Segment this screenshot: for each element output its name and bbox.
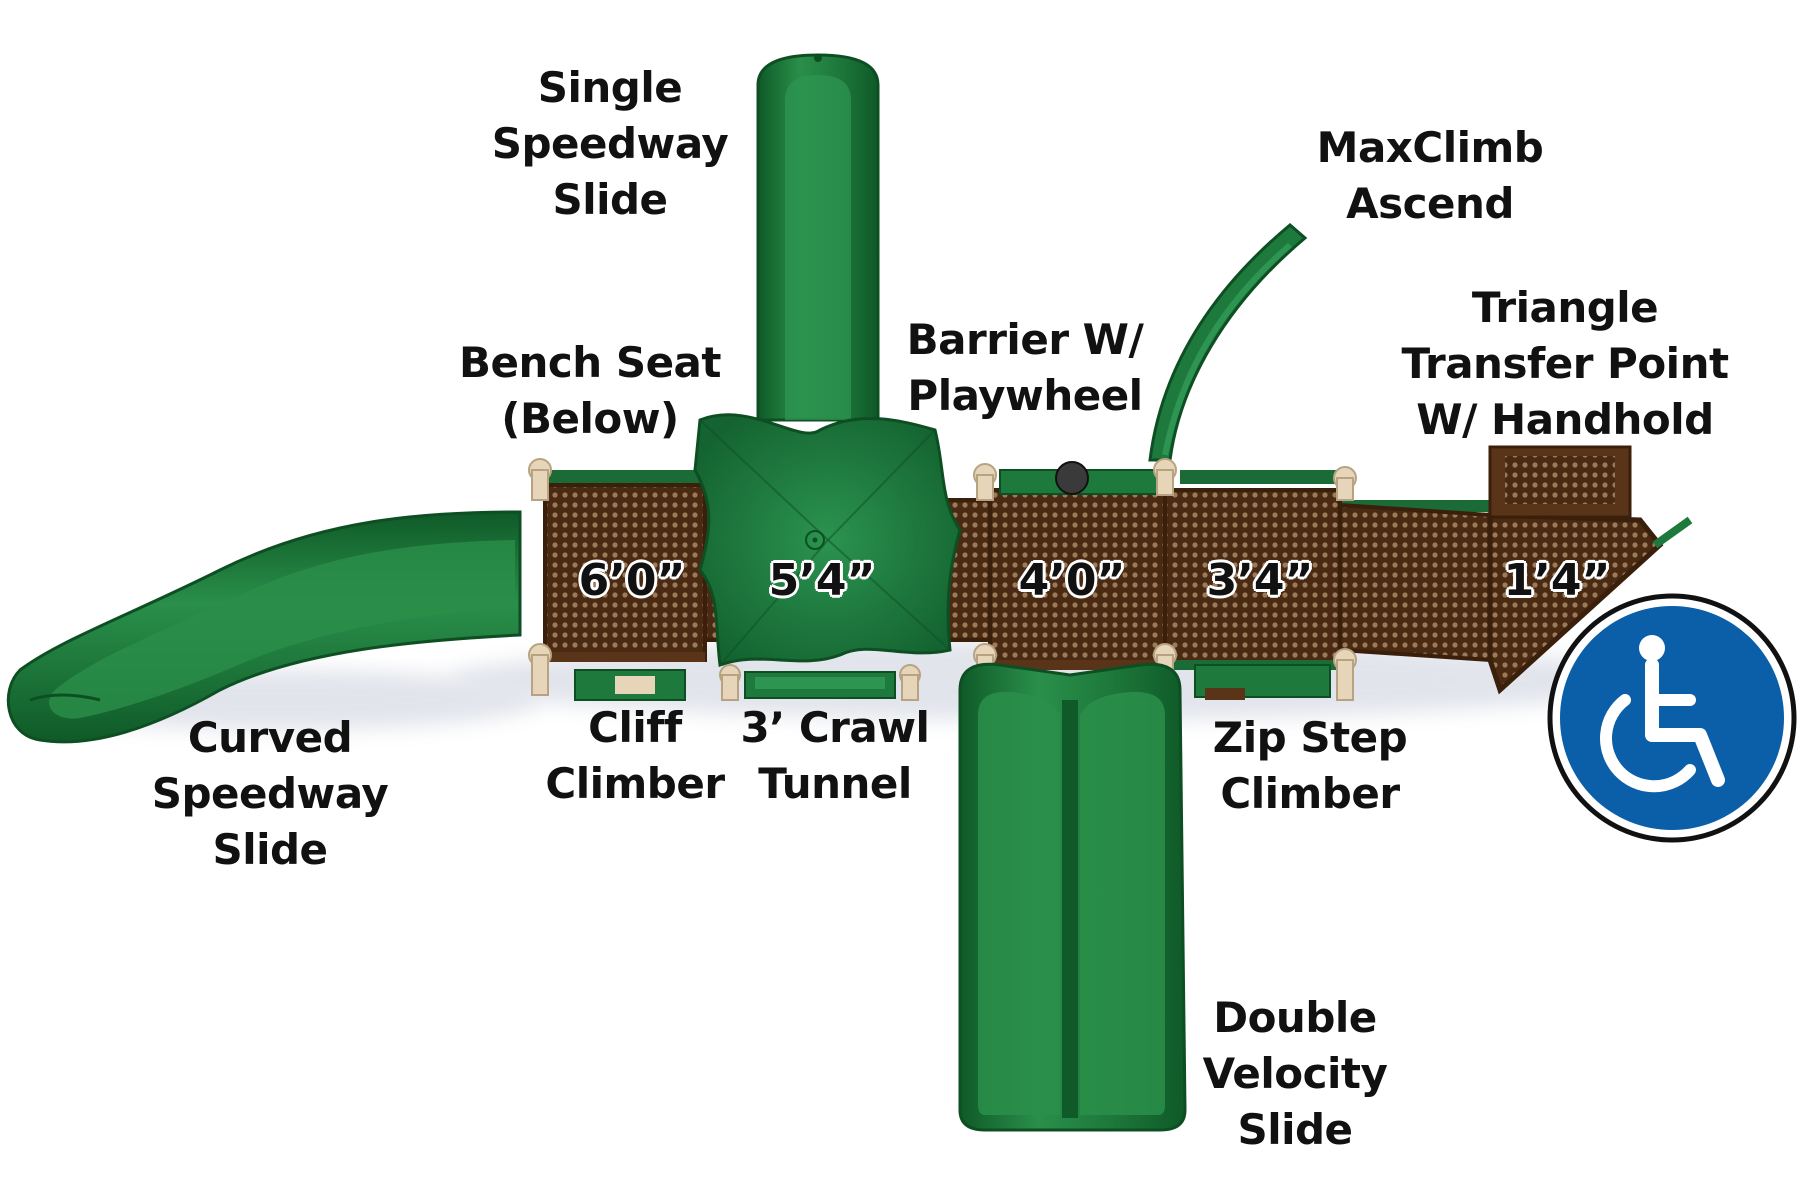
crawl-tunnel [744, 671, 896, 699]
deck-height-4: 3’4” [1206, 555, 1315, 607]
deck-height-2: 5’4” [768, 555, 877, 607]
label-cliff-climber: Cliff Climber [545, 703, 725, 808]
zip-step-climber [1194, 664, 1331, 700]
wheelchair-accessibility-icon [1547, 593, 1797, 843]
tower-roof [693, 413, 962, 668]
maxclimb-ascend [1148, 223, 1308, 462]
curved-speedway-slide [6, 510, 522, 744]
label-triangle-transfer-point: Triangle Transfer Point W/ Handhold [1401, 283, 1729, 444]
deck-height-5: 1’4” [1503, 555, 1612, 607]
label-maxclimb-ascend: MaxClimb Ascend [1316, 123, 1544, 228]
label-barrier-playwheel: Barrier W/ Playwheel [906, 315, 1144, 420]
label-zip-step-climber: Zip Step Climber [1212, 713, 1408, 818]
double-velocity-slide [958, 662, 1187, 1132]
label-double-velocity-slide: Double Velocity Slide [1202, 993, 1388, 1154]
barrier-playwheel [999, 461, 1161, 495]
label-curved-speedway-slide: Curved Speedway Slide [151, 713, 389, 874]
deck-height-3: 4’0” [1018, 555, 1127, 607]
label-crawl-tunnel: 3’ Crawl Tunnel [740, 703, 930, 808]
cliff-climber [574, 669, 686, 701]
label-bench-seat: Bench Seat (Below) [459, 338, 721, 443]
single-speedway-slide [756, 53, 880, 422]
deck-height-1: 6’0” [578, 555, 687, 607]
label-single-speedway-slide: Single Speedway Slide [491, 63, 729, 224]
